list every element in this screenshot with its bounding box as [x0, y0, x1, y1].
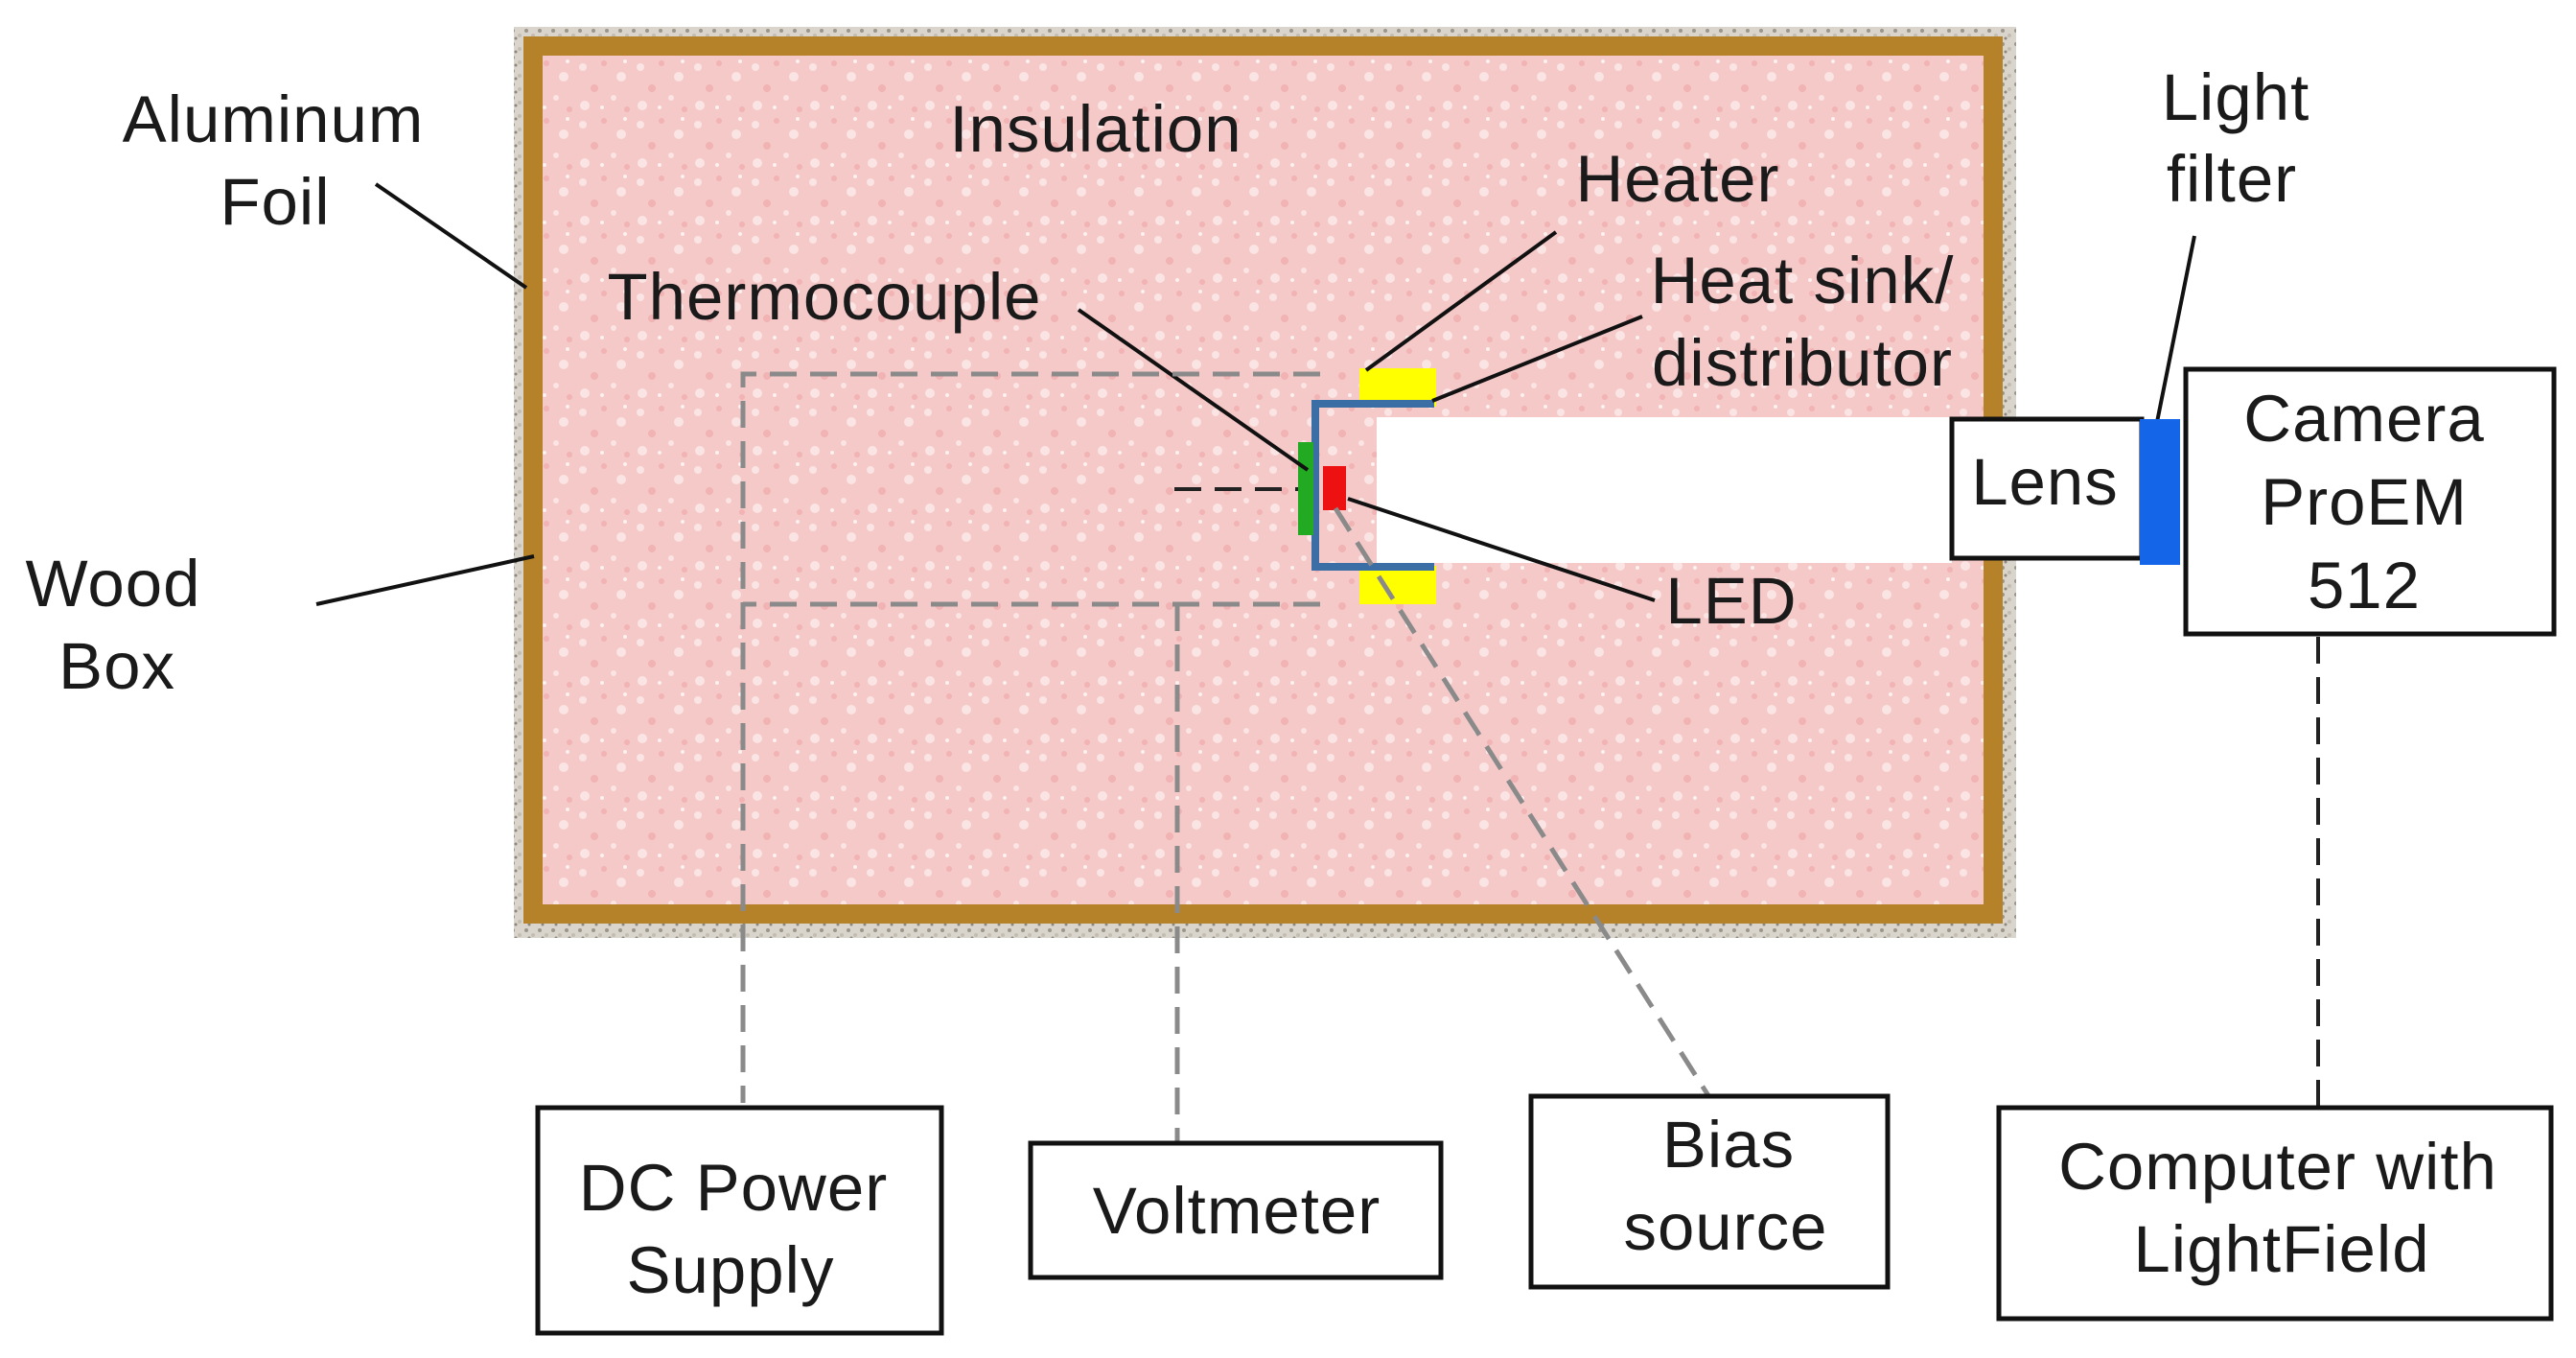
thermocouple-leader [1077, 308, 1310, 472]
dc-power-wire-top [740, 371, 1320, 1103]
bias-source-label-2: source [1623, 1190, 1827, 1264]
insulation-label: Insulation [949, 92, 1242, 166]
light-filter-leader [2155, 235, 2196, 423]
heat-sink-leader [1431, 315, 1643, 403]
lens-label: Lens [1971, 445, 2119, 519]
dc-power-label-2: Supply [627, 1233, 835, 1307]
computer-label: Computer with [2058, 1130, 2497, 1204]
light-channel [1377, 417, 1952, 563]
aluminum-foil-label: Aluminum [123, 82, 425, 156]
heat-sink-label-2: distributor [1652, 326, 1953, 400]
dc-power-label: DC Power [579, 1151, 888, 1225]
lens-box [1949, 416, 2145, 561]
light-filter-label: Light [2162, 60, 2310, 134]
camera-label: Camera [2243, 382, 2484, 456]
heater-label: Heater [1575, 142, 1779, 216]
light-filter-label-2: filter [2167, 142, 2297, 216]
heater-leader [1364, 230, 1558, 372]
heat-sink-bracket [1311, 400, 1434, 571]
aluminum-foil-leader [374, 182, 528, 290]
thermocouple-element [1298, 442, 1313, 535]
led-label: LED [1665, 564, 1797, 638]
led-leader [1347, 497, 1656, 602]
wood-box-label-2: Box [58, 629, 175, 703]
dc-power-supply-box [535, 1105, 944, 1336]
heat-sink-label: Heat sink/ [1651, 244, 1955, 317]
aluminum-foil-label-2: Foil [220, 165, 330, 239]
computer-box [1996, 1105, 2554, 1322]
computer-label-2: LightField [2133, 1212, 2429, 1286]
voltmeter-label: Voltmeter [1093, 1174, 1381, 1248]
voltmeter-box [1028, 1140, 1444, 1280]
thermocouple-label: Thermocouple [607, 260, 1041, 334]
camera-box [2183, 366, 2557, 637]
bias-source-label: Bias [1662, 1108, 1795, 1182]
light-filter-element [2140, 419, 2180, 565]
camera-label-2: ProEM [2261, 465, 2468, 539]
wood-box-label: Wood [25, 547, 200, 620]
heater-bottom [1359, 566, 1436, 604]
led-element [1323, 466, 1346, 510]
camera-label-3: 512 [2308, 549, 2421, 622]
bias-source-box [1528, 1093, 1891, 1290]
wood-box-leader [315, 554, 535, 606]
